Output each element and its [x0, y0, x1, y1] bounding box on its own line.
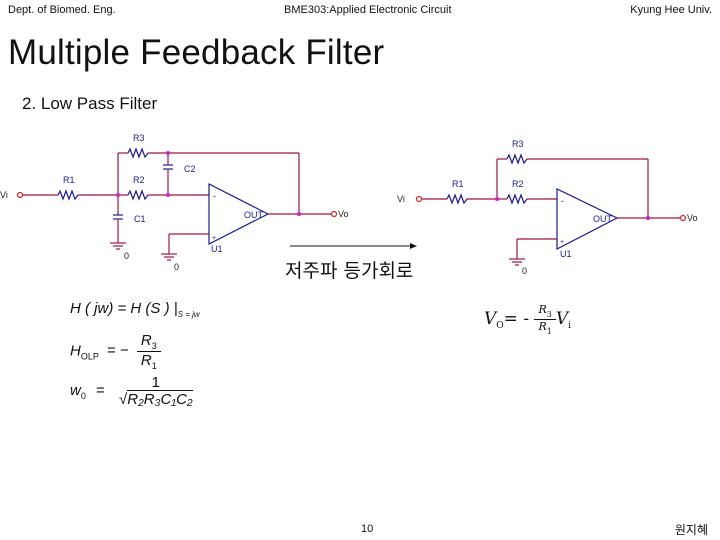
equation-transfer-function: H ( jw) = H (S ) |S = jw: [70, 300, 200, 319]
label-gnd: 0: [522, 266, 527, 276]
vo-num: R: [538, 303, 547, 316]
label-c1: C1: [134, 214, 146, 224]
eq3-den: R₂R₃C₁C₂: [127, 390, 193, 408]
eq3-op: =: [96, 381, 105, 399]
label-r2: R2: [512, 179, 524, 189]
eq2-den: R: [140, 352, 152, 369]
label-gnd2: 0: [174, 262, 179, 272]
label-c2: C2: [184, 164, 196, 174]
label-r2: R2: [133, 175, 145, 185]
label-r3: R3: [512, 139, 524, 149]
slide-subtitle: 2. Low Pass Filter: [22, 94, 158, 113]
label-vo: Vo: [338, 209, 349, 219]
label-vo: Vo: [687, 213, 698, 223]
arrow-icon: [290, 243, 417, 249]
label-r3: R3: [133, 133, 145, 143]
header-dept: Dept. of Biomed. Eng.: [8, 4, 116, 16]
header-university: Kyung Hee Univ.: [630, 4, 712, 16]
eq3-sub: 0: [80, 390, 86, 401]
vo-num-sub: 3: [546, 310, 552, 319]
eq2-lhs: H: [70, 342, 81, 360]
equation-cutoff-frequency: w0 = 1 √R₂R₃C₁C₂: [70, 374, 197, 408]
header-course: BME303:Applied Electronic Circuit: [284, 4, 452, 16]
label-vi: Vi: [0, 190, 8, 200]
eq2-sub: OLP: [80, 351, 99, 362]
eq1-lhs: H ( jw) = H (S ) |: [70, 300, 178, 317]
eq2-num-sub: 3: [151, 341, 157, 351]
circuit-lowfreq-equivalent: R3 R2 R1 Vi Vo OUT U1 - + 0: [397, 139, 698, 276]
circuit-mfb-lowpass: R3 R2 R1 C2 C1 Vi Vo OUT U1 - + 0 0: [0, 133, 349, 272]
label-minus: -: [213, 191, 216, 201]
eq1-sub: S = jw: [177, 310, 200, 319]
label-plus: +: [212, 235, 216, 242]
label-out: OUT: [593, 214, 613, 224]
label-u1: U1: [560, 249, 572, 259]
label-r1: R1: [452, 179, 464, 189]
eq2-op: = −: [107, 342, 129, 360]
eq3-lhs: w: [70, 381, 81, 399]
equation-output-voltage: VO= - R3 R1 Vi: [484, 303, 571, 336]
vo-rhs-sub: i: [568, 321, 572, 331]
label-minus: -: [561, 196, 564, 206]
eq3-fraction: 1 √R₂R₃C₁C₂: [115, 374, 197, 408]
label-r1: R1: [63, 175, 75, 185]
vo-op: = -: [503, 309, 530, 329]
vo-den: R: [538, 320, 547, 333]
eq2-den-sub: 1: [151, 361, 157, 371]
page-number: 10: [361, 523, 374, 535]
label-gnd1: 0: [124, 251, 129, 261]
label-out: OUT: [244, 210, 264, 220]
label-u1: U1: [211, 244, 223, 254]
vo-lhs: V: [484, 309, 497, 329]
eq2-num: R: [140, 332, 152, 349]
vo-den-sub: 1: [546, 327, 552, 336]
author-name: 원지혜: [674, 523, 708, 537]
equation-dc-gain: HOLP = − R3 R1: [70, 332, 161, 371]
label-plus: +: [560, 239, 564, 246]
vo-lhs-sub: O: [496, 321, 504, 331]
eq3-num: 1: [151, 374, 160, 391]
eq2-fraction: R3 R1: [136, 332, 161, 371]
vo-rhs: V: [555, 309, 569, 329]
vo-fraction: R3 R1: [534, 303, 556, 336]
slide-title: Multiple Feedback Filter: [8, 33, 385, 72]
label-vi: Vi: [397, 194, 405, 204]
equivalent-circuit-caption: 저주파 등가회로: [285, 260, 414, 282]
